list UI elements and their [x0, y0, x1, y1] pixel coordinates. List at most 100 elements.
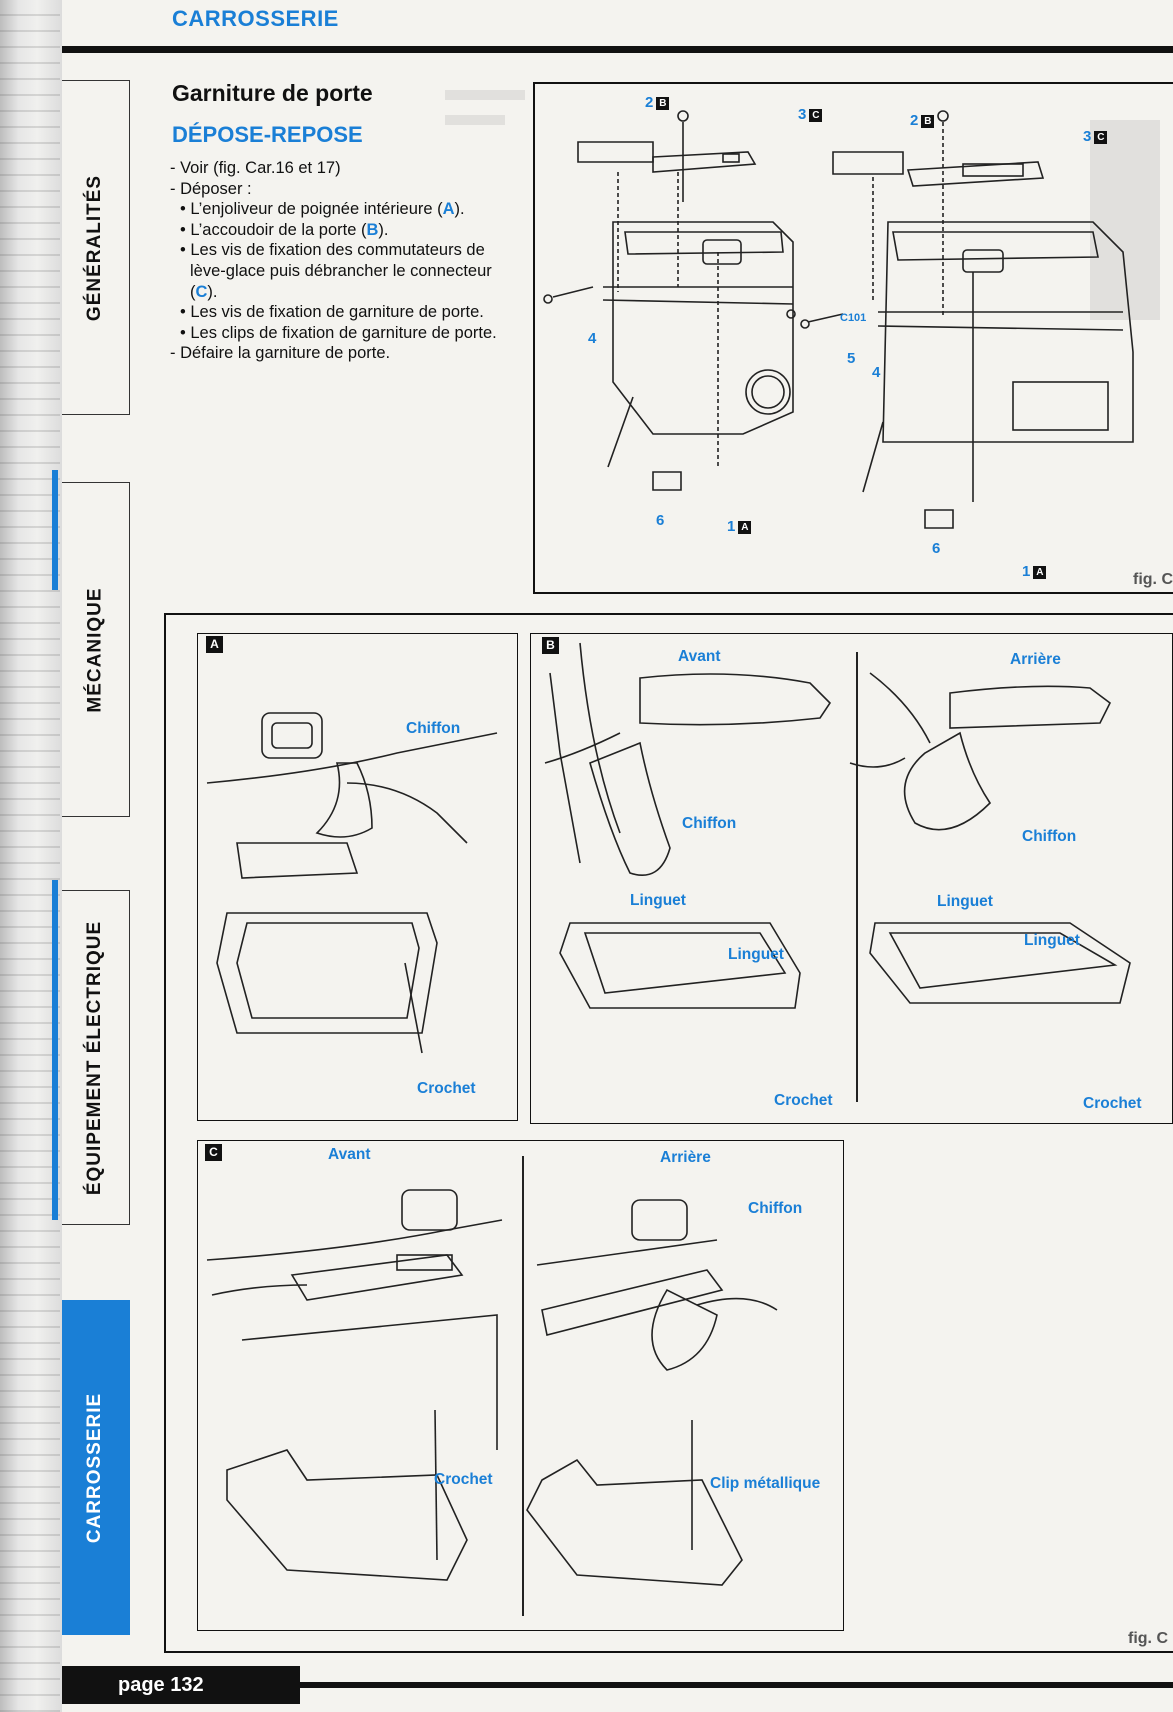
label-chiffon-rear: Chiffon: [1022, 828, 1077, 845]
bezel-part-outline: [216, 912, 438, 1034]
section-title: Garniture de porte: [172, 80, 373, 106]
label-chiffon-front: Chiffon: [682, 815, 737, 832]
hand-front: [544, 732, 621, 764]
panel-a: [197, 633, 518, 1121]
cloth-rag: [315, 762, 373, 838]
armrest-front: [639, 673, 832, 726]
figure-caption: fig. C: [1133, 571, 1173, 588]
switch-panel-front: [290, 1254, 464, 1301]
instruction-bullet: • Les vis de fixation des commutateurs d…: [180, 241, 492, 301]
instructions-text: - Voir (fig. Car.16 et 17) - Déposer : •…: [170, 158, 510, 364]
callout-4-left: 4: [588, 330, 597, 347]
instruction-bullet: • L’accoudoir de la porte (B).: [180, 220, 389, 239]
section-subtitle: DÉPOSE-REPOSE: [172, 122, 363, 147]
instruction-bullet: • Les vis de fixation de garniture de po…: [180, 303, 484, 322]
label-avant: Avant: [328, 1146, 371, 1163]
instruction-bullet: • Les clips de fixation de garniture de …: [180, 323, 497, 342]
tab-accent-bar: [52, 470, 58, 590]
callout-5-right: 5: [847, 350, 856, 367]
right-handle-bezel-part: [924, 509, 954, 529]
callout-6-right: 6: [932, 540, 941, 557]
sidebar-tab-label: CARROSSERIE: [84, 1392, 106, 1543]
switch-panel-removed-rear: [526, 1458, 743, 1586]
switch-panel-removed-front: [226, 1449, 468, 1581]
inner-handle-bezel: [261, 712, 323, 759]
sidebar-tab-label: MÉCANIQUE: [84, 586, 106, 713]
footer-rule: [300, 1682, 1173, 1688]
panel-b-divider: [856, 652, 858, 1102]
label-arriere: Arrière: [660, 1149, 711, 1166]
left-speaker-grille: [745, 369, 791, 415]
switch-panel-edge: [236, 842, 359, 879]
armrest-base-front: [559, 922, 801, 1009]
sidebar-tab-equipement-electrique[interactable]: ÉQUIPEMENT ÉLECTRIQUE: [62, 890, 130, 1225]
label-crochet-rear: Crochet: [1083, 1095, 1142, 1112]
instruction-bullet: • L’enjoliveur de poignée intérieure (A)…: [180, 200, 465, 219]
panel-c: [197, 1140, 844, 1631]
cloth-rag-front: [589, 741, 671, 876]
figure-caption: fig. C: [1128, 1630, 1168, 1647]
panel-c-letter: C: [205, 1144, 222, 1161]
right-speaker-grille: [1012, 381, 1109, 431]
label-chiffon: Chiffon: [406, 720, 461, 737]
bleed-through: [1090, 120, 1160, 320]
panel-c-divider: [522, 1156, 524, 1616]
callout-6-left: 6: [656, 512, 665, 529]
label-linguet-4: Linguet: [1024, 932, 1080, 949]
sidebar-tab-carrosserie[interactable]: CARROSSERIE: [62, 1300, 130, 1635]
left-door-panel-outline: [612, 221, 794, 435]
label-avant: Avant: [678, 648, 721, 665]
label-chiffon: Chiffon: [748, 1200, 803, 1217]
tab-accent-bar: [52, 880, 58, 1220]
figure-removal-details: [164, 613, 1173, 1653]
right-door-panel-outline: [882, 221, 1134, 443]
right-armrest-part: [832, 151, 904, 175]
label-crochet: Crochet: [434, 1471, 493, 1488]
armrest-base-rear: [869, 922, 1131, 1004]
figure-door-trim-exploded: [533, 82, 1173, 594]
panel-a-letter: A: [206, 636, 223, 653]
panel-c-drawing: [206, 1189, 778, 1586]
callout-4-right: 4: [872, 364, 881, 381]
bleed-through: [445, 115, 505, 125]
right-inner-handle-recess: [962, 249, 1004, 273]
left-switch-panel-part: [652, 151, 757, 173]
sidebar-tab-generalites[interactable]: GÉNÉRALITÉS: [62, 80, 130, 415]
instruction-line: - Défaire la garniture de porte.: [170, 344, 391, 363]
callout-c101: C101: [840, 312, 867, 324]
cloth-rag-rear: [903, 731, 992, 831]
left-inner-handle-recess: [702, 239, 742, 265]
hand-front: [211, 1284, 308, 1296]
sidebar-tab-mecanique[interactable]: MÉCANIQUE: [62, 482, 130, 817]
sidebar-tab-label: GÉNÉRALITÉS: [84, 174, 106, 321]
panel-b-letter: B: [542, 637, 559, 654]
panel-a-drawing: [206, 712, 498, 1054]
hand-rear: [849, 757, 906, 768]
label-arriere: Arrière: [1010, 651, 1061, 668]
left-armrest-part: [577, 141, 654, 163]
label-linguet-2: Linguet: [728, 946, 784, 963]
cloth-rag-rear-c: [651, 1288, 718, 1371]
label-crochet-front: Crochet: [774, 1092, 833, 1109]
hand-right: [346, 782, 468, 844]
binding-stitch-marks: [0, 0, 60, 1712]
hand-rear-c: [696, 1297, 778, 1311]
handle-bezel-rear: [631, 1199, 688, 1241]
instruction-line: - Déposer :: [170, 179, 252, 198]
section-header: CARROSSERIE: [172, 6, 339, 31]
handle-bezel-front: [401, 1189, 458, 1231]
page-binding-edge: [0, 0, 62, 1712]
header-rule: [62, 46, 1173, 53]
label-crochet: Crochet: [417, 1080, 476, 1097]
label-clip-metallique: Clip métallique: [710, 1475, 821, 1492]
switch-panel-rear: [541, 1269, 724, 1336]
label-linguet-1: Linguet: [630, 892, 686, 909]
door-trim-exploded-drawing: [543, 110, 1134, 529]
page-number: page 132: [62, 1666, 300, 1704]
instruction-line: - Voir (fig. Car.16 et 17): [170, 159, 341, 177]
